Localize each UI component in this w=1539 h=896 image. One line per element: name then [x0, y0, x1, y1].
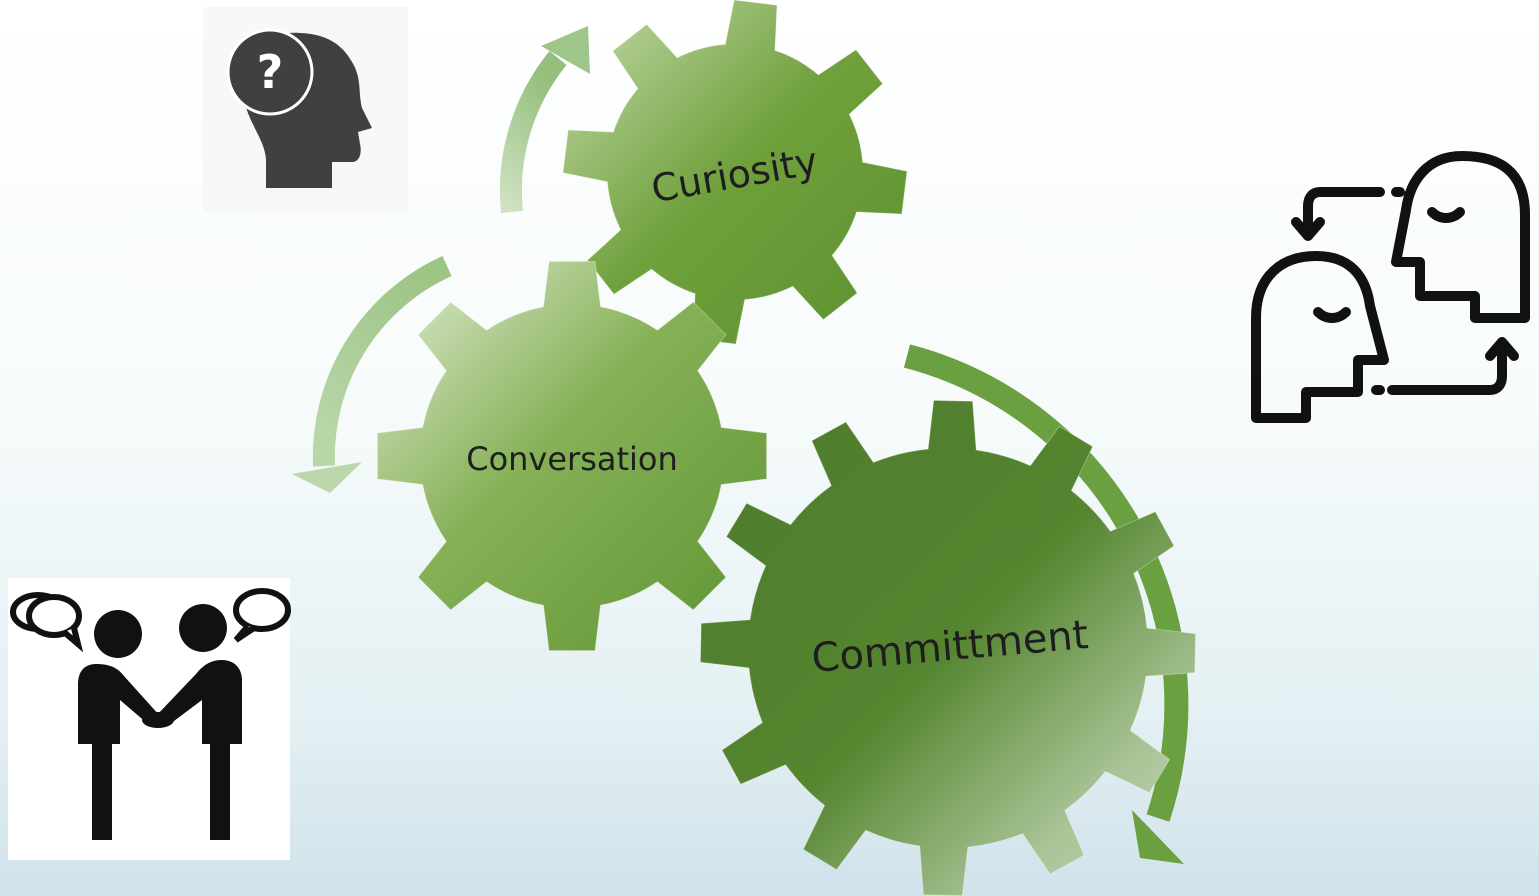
- question-mark-glyph: ?: [257, 45, 284, 99]
- gear-commitment: Committment: [699, 399, 1197, 896]
- head-question-icon: ?: [203, 7, 408, 212]
- people-handshake-icon: [8, 578, 291, 860]
- gear-conversation: Conversation: [376, 260, 768, 652]
- arrow-middle-left: [292, 255, 452, 493]
- gear-conversation-label: Conversation: [466, 440, 678, 478]
- arrow-top-left: [499, 26, 590, 214]
- two-faces-exchange-icon: [1251, 151, 1530, 423]
- gear-curiosity: Curiosity: [562, 0, 908, 345]
